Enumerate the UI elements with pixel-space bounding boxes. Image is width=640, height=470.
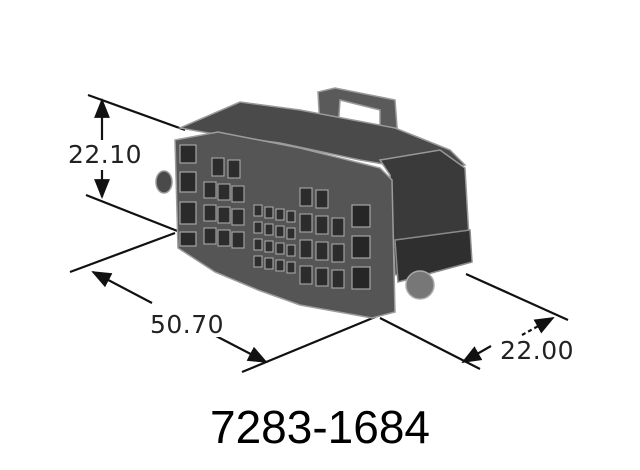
cavity-grid-center <box>253 204 296 274</box>
connector-body <box>155 87 473 319</box>
cavity-grid-left <box>179 144 197 247</box>
depth-dimension-label: 22.00 <box>500 336 575 365</box>
cavity-grid-right <box>351 204 371 290</box>
length-dimension-label: 50.70 <box>150 310 225 339</box>
height-dimension-label: 22.10 <box>68 140 143 169</box>
cavity-grid-mid-right <box>299 187 345 289</box>
dimension-arrows <box>91 98 555 363</box>
part-number: 7283-1684 <box>210 401 430 453</box>
cavity-grid-mid-left <box>203 157 245 249</box>
